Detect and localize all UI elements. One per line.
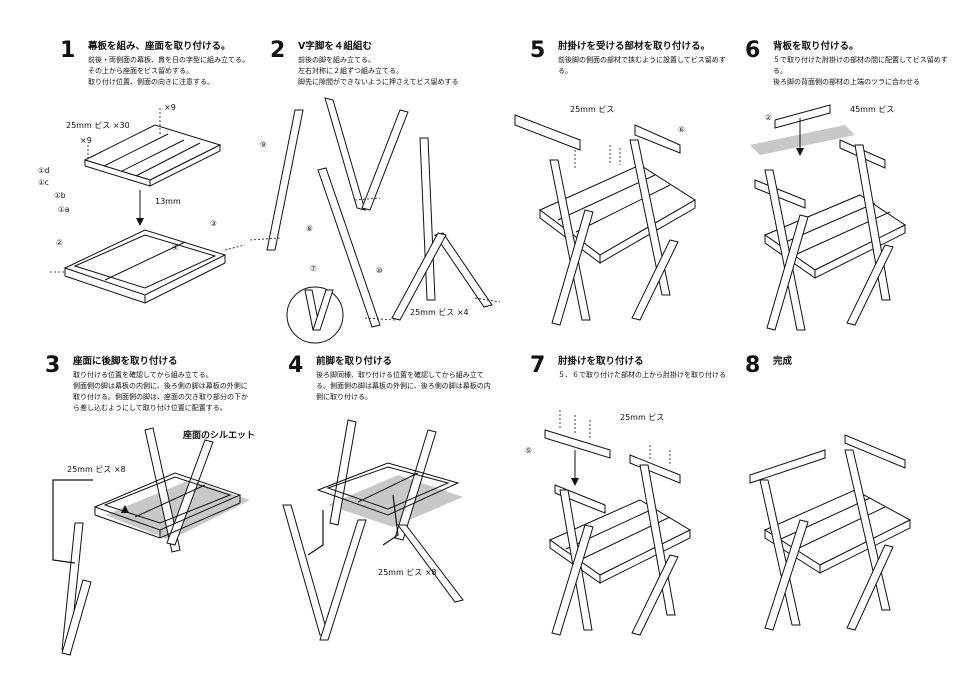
step-6-header: 6 背板を取り付ける。 ５で取り付けた肘掛けの部材の間に配置してビス留めする。 … — [745, 40, 948, 88]
step-6: 6 背板を取り付ける。 ５で取り付けた肘掛けの部材の間に配置してビス留めする。 … — [745, 40, 960, 360]
seat-silhouette-label: 座面のシルエット — [182, 429, 255, 441]
step-4-illustration: 25mm ビス ×8 — [282, 419, 464, 641]
screw-callout-25mm-x8: 25mm ビス ×8 — [378, 568, 437, 577]
screw-callout-25mm-x8: 25mm ビス ×8 — [67, 465, 126, 474]
apron-frame-step4 — [316, 462, 460, 516]
step-5-description: 前後脚の側面の部材で挟むように設置してビス留めする。 — [558, 56, 726, 75]
part-label-1d: ①d — [38, 166, 50, 175]
step-5-number: 5 — [530, 38, 546, 63]
part-label-2: ② — [56, 238, 63, 247]
step-2-number: 2 — [270, 38, 286, 63]
step-1-description: 前後・両側面の幕板、貫を日の字型に組み立てる。 その上から座面をビス留めする。 … — [88, 56, 249, 86]
step-8: 8 完成 — [745, 355, 960, 675]
part-label-3: ③ — [210, 219, 217, 228]
part-label-7: ⑦ — [310, 264, 317, 273]
step-8-header: 8 完成 — [745, 355, 948, 377]
part-label-1b: ①b — [54, 191, 66, 200]
part-label-1a: ①a — [58, 205, 69, 214]
step-2-description: 前後の脚を組み立てる。 左右対称に２組ずつ組み立てる。 脚先に隙間ができないよう… — [298, 56, 459, 86]
screw-callout-25mm: 25mm ビス — [570, 105, 614, 114]
step-5-header: 5 肘掛けを受ける部材を取り付ける。 前後脚の側面の部材で挟むように設置してビス… — [530, 40, 733, 77]
step-3-title: 座面に後脚を取り付ける — [73, 356, 178, 367]
step-8-number: 8 — [745, 353, 761, 378]
step-4-number: 4 — [288, 353, 304, 378]
back-board-piece — [774, 104, 831, 129]
step-7: 7 肘掛けを取り付ける ５、６で取り付けた部材の上から肘掛けを取り付ける — [525, 355, 750, 675]
step-2-title: V字脚を４組組む — [298, 41, 372, 52]
step-6-illustration: 45mm ビス ② — [750, 104, 906, 331]
step-1: 1 幕板を組み、座面を取り付ける。 前後・両側面の幕板、貫を日の字型に組み立てる… — [38, 40, 280, 360]
step-6-description: ５で取り付けた肘掛けの部材の間に配置してビス留めする。 後ろ脚の背面側の部材の上… — [773, 56, 948, 86]
part-label-10: ⑩ — [376, 266, 383, 275]
screw-count-left: ×9 — [80, 136, 92, 145]
step-8-title: 完成 — [773, 356, 793, 367]
part-label-9: ⑨ — [260, 140, 267, 149]
step-6-title: 背板を取り付ける。 — [773, 41, 859, 52]
step-3-header: 3 座面に後脚を取り付ける 取り付ける位置を確認してから組み立てる。 側面側の脚… — [45, 355, 248, 414]
step-5-title: 肘掛けを受ける部材を取り付ける。 — [558, 41, 711, 52]
armrest-piece — [544, 429, 611, 459]
part-label-1c: ①c — [38, 178, 49, 187]
step-5-illustration: 25mm ビス ⑥ — [514, 105, 696, 326]
step-3-description: 取り付ける位置を確認してから組み立てる。 側面側の脚は幕板の内側に、後ろ側の脚は… — [73, 371, 248, 412]
part-label-4: ④ — [172, 243, 179, 252]
step-4-title: 前脚を取り付ける — [316, 356, 393, 367]
step-3-illustration: 25mm ビス ×8 座面のシルエット — [52, 427, 255, 656]
leg-piece-9 — [266, 109, 304, 251]
step-1-illustration: 25mm ビス ×30 ×9 ×9 13mm ①d ①c ①b ①a ② ③ ④ — [38, 103, 246, 304]
step-4: 4 前脚を取り付ける 後ろ脚同様、取り付ける位置を確認してから組み立てる。側面側… — [282, 355, 508, 675]
leg-piece-7 — [317, 167, 381, 328]
step-4-description: 後ろ脚同様、取り付ける位置を確認してから組み立てる。側面側の脚は幕板の外側に、後… — [316, 371, 491, 401]
screw-callout-45mm: 45mm ビス — [850, 105, 894, 114]
step-1-title: 幕板を組み、座面を取り付ける。 — [88, 41, 231, 52]
step-1-number: 1 — [60, 38, 76, 63]
step-7-number: 7 — [530, 353, 546, 378]
part-label-6: ⑥ — [678, 125, 685, 134]
arm-support-piece — [514, 114, 581, 151]
part-label-8: ⑧ — [306, 224, 313, 233]
seat-silhouette-shading — [105, 480, 250, 540]
step-7-title: 肘掛けを取り付ける — [558, 356, 644, 367]
part-label-2: ② — [765, 113, 772, 122]
screw-callout-25mm-x4: 25mm ビス ×4 — [410, 308, 469, 317]
step-5: 5 肘掛けを受ける部材を取り付ける。 前後脚の側面の部材で挟むように設置してビス… — [514, 40, 750, 360]
step-2-header: 2 V字脚を４組組む 前後の脚を組み立てる。 左右対称に２組ずつ組み立てる。 脚… — [270, 40, 473, 88]
step-7-description: ５、６で取り付けた部材の上から肘掛けを取り付ける — [558, 371, 726, 379]
step-3-number: 3 — [45, 353, 61, 378]
step-2-illustration: ⑨ ⑧ ⑦ ⑩ 25mm ビス ×4 — [249, 97, 501, 344]
step-7-header: 7 肘掛けを取り付ける ５、６で取り付けた部材の上から肘掛けを取り付ける — [530, 355, 733, 381]
step-7-illustration: 25mm ビス ⑤ — [525, 410, 692, 636]
leg-piece-8 — [324, 97, 366, 211]
step-1-header: 1 幕板を組み、座面を取り付ける。 前後・両側面の幕板、貫を日の字型に組み立てる… — [60, 40, 263, 88]
backrest-finished — [749, 449, 826, 484]
step-4-header: 4 前脚を取り付ける 後ろ脚同様、取り付ける位置を確認してから組み立てる。側面側… — [288, 355, 491, 403]
screw-count-top: ×9 — [164, 103, 176, 112]
screw-callout-25mm-x30: 25mm ビス ×30 — [66, 121, 130, 130]
step-3: 3 座面に後脚を取り付ける 取り付ける位置を確認してから組み立てる。 側面側の脚… — [45, 355, 265, 675]
screw-callout-25mm: 25mm ビス — [620, 413, 664, 422]
step-2: 2 V字脚を４組組む 前後の脚を組み立てる。 左右対称に２組ずつ組み立てる。 脚… — [249, 40, 501, 360]
step-6-number: 6 — [745, 38, 761, 63]
leg-piece-10 — [434, 232, 493, 308]
part-label-5: ⑤ — [525, 446, 532, 455]
step-8-illustration — [749, 434, 912, 631]
gap-dimension: 13mm — [155, 197, 181, 206]
